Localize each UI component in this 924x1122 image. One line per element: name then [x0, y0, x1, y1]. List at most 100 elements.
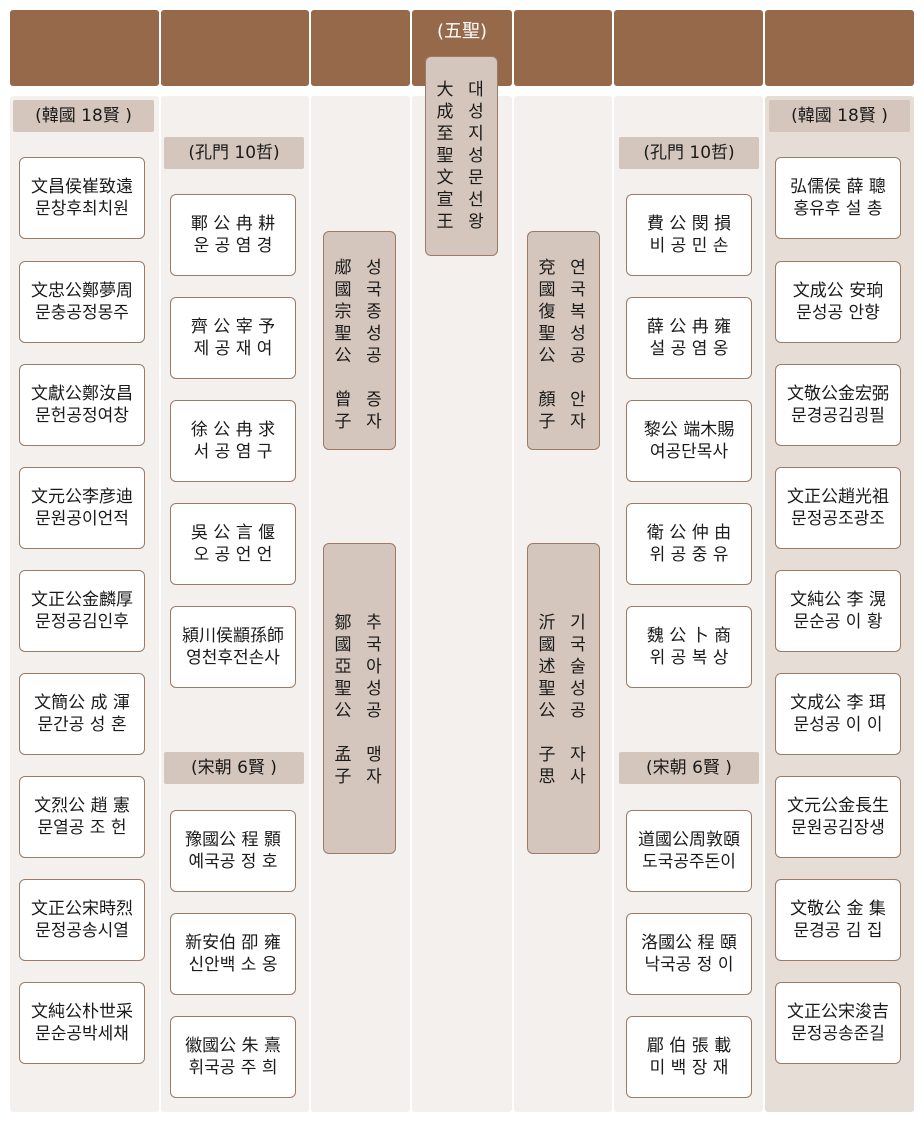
tablet-char: 아 — [366, 657, 382, 677]
tablet-char: 子 — [538, 412, 556, 432]
tablet-char — [333, 722, 353, 744]
tablet-char: 公 — [334, 346, 352, 366]
column-center — [412, 96, 512, 1112]
tablet-char: 술 — [570, 657, 586, 677]
tablet-char: 國 — [334, 635, 352, 655]
tablet-char: 成 — [436, 102, 454, 122]
tablet-hanja: 郕國宗聖公 曾子 — [333, 257, 353, 433]
header-bar — [311, 10, 410, 86]
tablet-char — [537, 722, 557, 744]
group-tag: (孔門 10哲) — [164, 137, 304, 169]
tablet-char: 성 — [468, 146, 484, 166]
header-title: (五聖) — [436, 21, 488, 42]
tablet-char: 聖 — [334, 324, 352, 344]
tablet-hanja: 沂國述聖公 子思 — [537, 612, 557, 788]
tablet-char — [364, 722, 384, 744]
tablet-char: 성 — [570, 679, 586, 699]
tablet-char: 안 — [570, 390, 586, 410]
tablet-char: 述 — [538, 657, 556, 677]
tablet-char: 國 — [538, 280, 556, 300]
header-bar — [514, 10, 612, 86]
tablet-char: 曾 — [334, 390, 352, 410]
tablet-char: 公 — [538, 346, 556, 366]
tablet-char: 聖 — [538, 679, 556, 699]
tablet-char — [364, 367, 384, 389]
tablet-char: 공 — [366, 701, 382, 721]
tablet-char: 鄒 — [334, 613, 352, 633]
tablet-char: 大 — [436, 80, 454, 100]
tablet-char: 맹 — [366, 745, 382, 765]
tablet-char: 子 — [334, 767, 352, 787]
tablet-hanja: 兗國復聖公 顏子 — [537, 257, 557, 433]
tablet-char: 종 — [366, 302, 382, 322]
tablet-char: 沂 — [538, 613, 556, 633]
tablet-char: 王 — [436, 212, 454, 232]
tablet-char: 성 — [366, 258, 382, 278]
tablet-char: 성 — [366, 679, 382, 699]
tablet-char: 기 — [570, 613, 586, 633]
tablet-char: 思 — [538, 767, 556, 787]
tablet-hanja: 鄒國亞聖公 孟子 — [333, 612, 353, 788]
group-tag: (韓國 18賢 ) — [13, 100, 154, 132]
tablet-char: 대 — [468, 80, 484, 100]
tablet-char: 宣 — [436, 190, 454, 210]
group-tag: (韓國 18賢 ) — [769, 100, 910, 132]
tablet-char: 복 — [570, 302, 586, 322]
tablet-char: 宗 — [334, 302, 352, 322]
tablet-char: 자 — [366, 767, 382, 787]
header-bar — [161, 10, 309, 86]
tablet-char: 聖 — [334, 679, 352, 699]
header-bar — [10, 10, 159, 86]
tablet-char: 國 — [538, 635, 556, 655]
group-tag: (宋朝 6賢 ) — [619, 752, 759, 784]
tablet-char: 왕 — [468, 212, 484, 232]
header-bar — [765, 10, 914, 86]
tablet-char: 子 — [334, 412, 352, 432]
tablet-char: 국 — [570, 635, 586, 655]
tablet-char: 지 — [468, 124, 484, 144]
tablet-char: 연 — [570, 258, 586, 278]
tablet-char: 문 — [468, 168, 484, 188]
tablet-char: 선 — [468, 190, 484, 210]
tablet-char: 聖 — [436, 146, 454, 166]
tablet-char: 兗 — [538, 258, 556, 278]
tablet-char: 子 — [538, 745, 556, 765]
tablet-char: 文 — [436, 168, 454, 188]
tablet-char: 성 — [570, 324, 586, 344]
tablet-char — [333, 367, 353, 389]
header-bar — [614, 10, 763, 86]
tablet-char: 국 — [366, 635, 382, 655]
tablet-char — [568, 722, 588, 744]
tablet-char: 亞 — [334, 657, 352, 677]
tablet-hanja: 大成至聖文宣王 — [435, 79, 455, 233]
tablet-char: 公 — [538, 701, 556, 721]
